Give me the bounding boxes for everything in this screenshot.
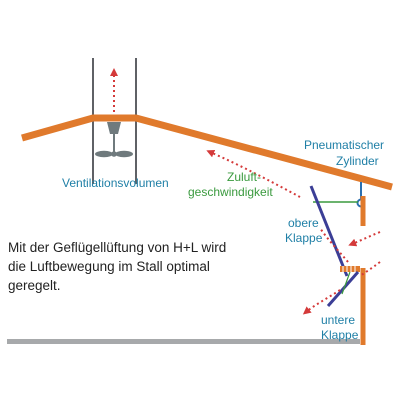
lower-airflow-arrow	[302, 289, 341, 315]
cylinder-label-line1: Pneumatischer	[304, 138, 385, 152]
cylinder-label-line2: Zylinder	[336, 154, 379, 168]
lower-flap-link	[341, 271, 351, 295]
upper-flap-label-line1: obere	[288, 216, 319, 230]
description-line-3: geregelt.	[8, 278, 61, 293]
description-text: Mit der Geflügellüftung von H+L wird die…	[8, 238, 278, 295]
description-line-1: Mit der Geflügellüftung von H+L wird	[8, 240, 227, 255]
roof-airflow-arrow	[206, 149, 301, 198]
upper-flap-label-line2: Klappe	[285, 231, 323, 245]
lower-flap-label-line2: Klappe	[321, 328, 359, 342]
upper-inlet-airflow-arrow	[319, 227, 349, 263]
inlet-grill-icon	[340, 266, 360, 272]
speed-label-line2: geschwindigkeit	[188, 185, 273, 199]
description-line-2: die Luftbewegung im Stall optimal	[8, 259, 210, 274]
speed-label-line1: Zuluft-	[227, 170, 262, 184]
outside-airflow-arrow	[348, 231, 381, 247]
roof	[21, 114, 393, 191]
upper-flap	[309, 185, 349, 277]
exhaust-fan-icon	[95, 122, 133, 158]
lower-flap	[326, 271, 360, 307]
ventilation-volume-label: Ventilationsvolumen	[62, 176, 169, 190]
floor	[7, 339, 360, 344]
lower-flap-label-line1: untere	[321, 313, 356, 327]
